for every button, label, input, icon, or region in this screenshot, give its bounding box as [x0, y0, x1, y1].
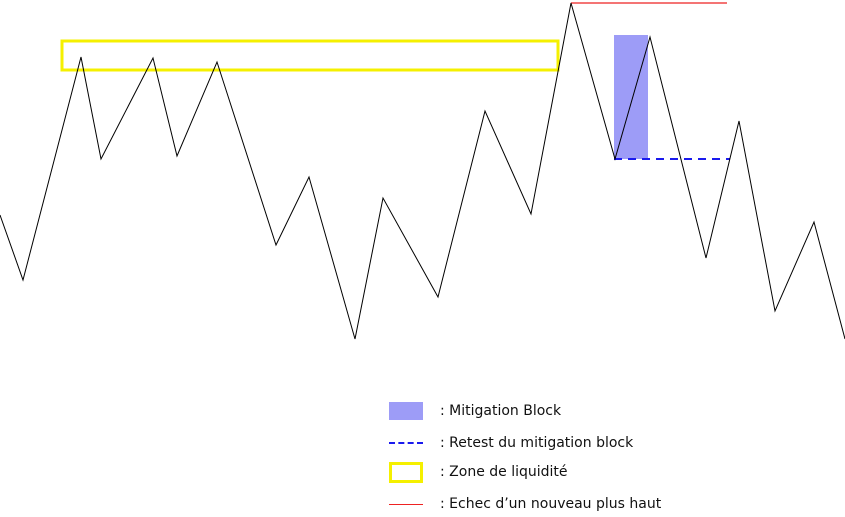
legend-label: : Zone de liquidité	[440, 464, 568, 480]
liquidity-swatch	[389, 461, 423, 483]
legend-label: : Retest du mitigation block	[440, 435, 634, 451]
legend-label: : Echec d’un nouveau plus haut	[440, 496, 662, 512]
mitigation-block	[614, 35, 648, 159]
retest-swatch	[389, 442, 423, 444]
liquidity-zone	[60, 39, 560, 72]
legend-mitigation: : Mitigation Block	[389, 401, 561, 421]
mitigation-swatch	[389, 402, 423, 420]
price-line	[0, 2, 845, 340]
failure-swatch	[389, 503, 423, 505]
legend-retest: : Retest du mitigation block	[389, 433, 633, 453]
legend-label: : Mitigation Block	[440, 403, 562, 419]
legend-liquidity: : Zone de liquidité	[389, 461, 568, 483]
legend-failure: : Echec d’un nouveau plus haut	[389, 494, 661, 514]
